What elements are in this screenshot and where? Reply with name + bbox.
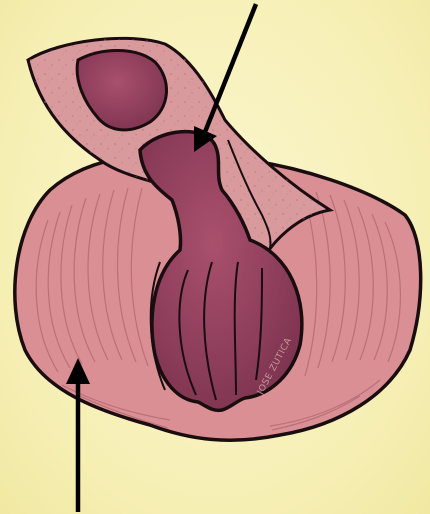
arrow-bottom: [66, 358, 90, 512]
